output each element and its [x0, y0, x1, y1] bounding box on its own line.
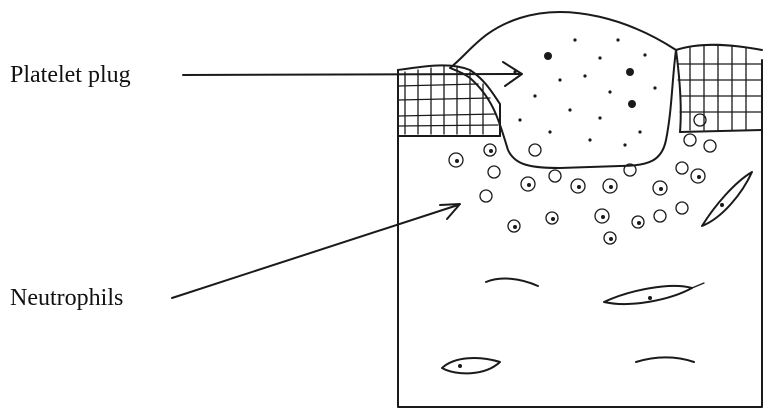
epithelium-left [398, 65, 500, 136]
fibroblasts [442, 172, 752, 373]
platelet-plug-label: Platelet plug [10, 62, 131, 88]
platelet-plug-arrow [183, 62, 522, 86]
neutrophils-label: Neutrophils [10, 285, 123, 311]
neutrophils-arrow [172, 204, 460, 298]
platelet-plug [450, 12, 676, 168]
neutrophils-cells [449, 114, 716, 244]
epithelium-right [676, 45, 762, 132]
platelet-dots [513, 38, 656, 146]
